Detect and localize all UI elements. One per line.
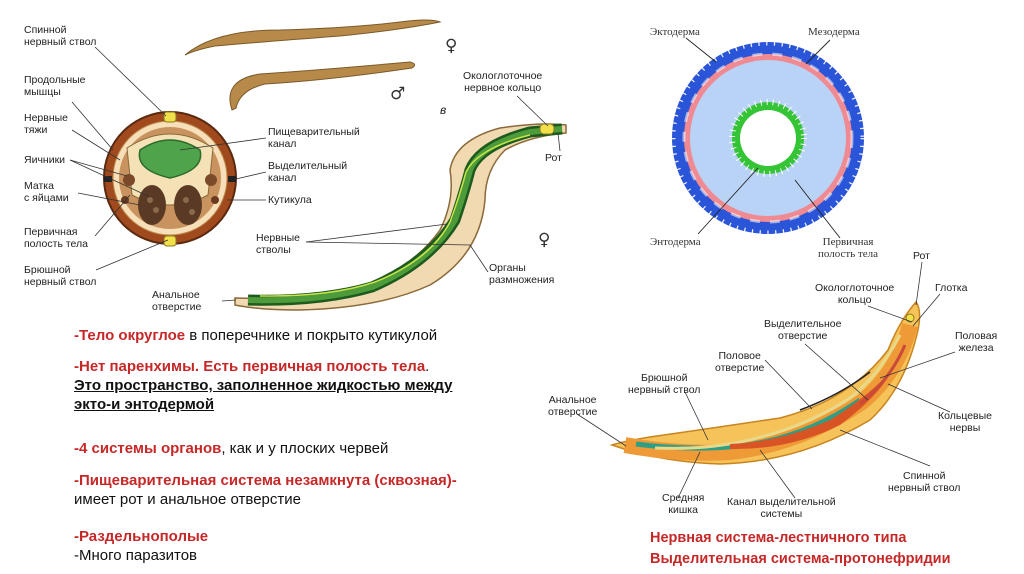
label-endoderm: Энтодерма (650, 236, 701, 248)
label-midgut: Средняя кишка (662, 492, 705, 516)
label-ventral-nerve-trunk: Брюшной нервный ствол (24, 264, 97, 288)
cross-section-diagram (103, 111, 237, 247)
germ-leader-lines (685, 37, 841, 239)
point-four-systems-highlight: -4 системы органов (74, 440, 222, 457)
label-uterus-with-eggs: Матка с яйцами (24, 180, 69, 204)
cross-section-leader-lines (69, 46, 267, 271)
label-excretory-opening: Выделительное отверстие (764, 318, 842, 342)
label-anatomy-perioral-ring: Окологлоточное кольцо (815, 282, 895, 306)
male-symbol: ♂ (390, 84, 406, 104)
label-mouth: Рот (545, 152, 562, 164)
female-symbol-top: ♀ (445, 36, 458, 56)
anatomy-leader-lines (576, 261, 956, 499)
point-body-round-highlight: -Тело округлое (74, 327, 186, 344)
label-anatomy-mouth: Рот (913, 250, 930, 262)
label-excretory-system-canal: Канал выделительной системы (727, 496, 836, 520)
label-mesoderm: Мезодерма (808, 26, 860, 38)
point-no-parenchyma-highlight: -Нет паренхимы. Есть первичная полость т… (74, 358, 426, 375)
worm-figure (184, 19, 567, 311)
excretory-system-note: Выделительная система-протонефридии (650, 551, 951, 567)
point-cavity-definition: Это пространство, заполненное жидкостью … (74, 377, 453, 413)
label-anatomy-anal-opening: Анальное отверстие (548, 394, 598, 418)
label-reproductive-organs: Органы размножения (489, 262, 555, 286)
point-four-systems: -4 системы органов, как и у плоских черв… (74, 439, 388, 458)
label-pharynx: Глотка (935, 282, 968, 294)
point-dioecious-highlight: -Раздельнополые (74, 528, 209, 545)
label-nerve-cords: Нервные тяжи (24, 112, 69, 136)
label-nerve-trunks: Нервные стволы (256, 232, 301, 256)
label-digestive-canal: Пищеварительный канал (268, 126, 360, 150)
label-cuticle: Кутикула (268, 194, 312, 206)
point-many-parasites: -Много паразитов (74, 547, 198, 564)
label-ring-nerves: Кольцевые нервы (938, 410, 993, 434)
point-no-parenchyma-rest: . (425, 358, 430, 375)
label-gonad: Половая железа (955, 330, 998, 354)
label-spinal-nerve-trunk: Спинной нервный ствол (24, 24, 97, 48)
female-symbol-bottom: ♀ (538, 230, 551, 250)
worm-anatomy-diagram (609, 300, 921, 465)
label-anal-opening: Анальное отверстие (152, 289, 202, 313)
point-four-systems-rest: , как и у плоских червей (221, 440, 389, 457)
point-digestive-system-rest: имеет рот и анальное отверстие (74, 491, 301, 508)
point-body-round: -Тело округлое в поперечнике и покрыто к… (74, 326, 437, 345)
label-longitudinal-muscles: Продольные мышцы (24, 74, 86, 98)
label-ectoderm: Эктодерма (650, 26, 700, 38)
point-digestive-system: -Пищеварительная система незамкнута (скв… (74, 471, 457, 509)
panel-letter: в (440, 103, 447, 117)
nervous-system-note: Нервная система-лестничного типа (650, 530, 907, 546)
label-ovaries: Яичники (24, 154, 66, 166)
label-genital-opening: Половое отверстие (715, 350, 765, 374)
point-body-round-rest: в поперечнике и покрыто кутикулой (185, 327, 438, 344)
point-no-parenchyma: -Нет паренхимы. Есть первичная полость т… (74, 357, 452, 414)
germ-layers-diagram (668, 38, 868, 238)
label-primary-body-cavity-2: Первичная полость тела (818, 236, 879, 260)
label-anatomy-ventral-nerve: Брюшной нервный ствол (628, 372, 701, 396)
point-dioecious: -Раздельнополые -Много паразитов (74, 527, 208, 565)
label-perioral-nerve-ring: Окологлоточное нервное кольцо (463, 70, 543, 94)
label-excretory-canal: Выделительный канал (268, 160, 348, 184)
label-dorsal-nerve: Спинной нервный ствол (888, 470, 961, 494)
label-primary-body-cavity: Первичная полость тела (24, 226, 88, 250)
point-digestive-system-highlight: -Пищеварительная система незамкнута (скв… (74, 472, 457, 489)
worm-leader-lines (221, 95, 561, 302)
